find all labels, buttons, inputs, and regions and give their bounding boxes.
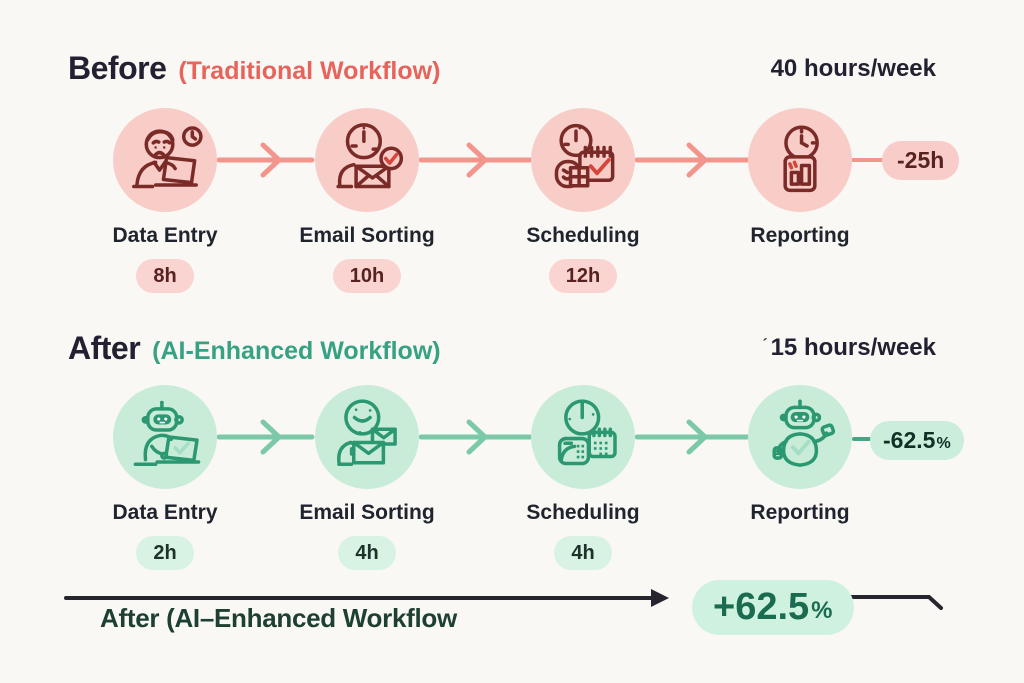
step-label: Data Entry	[112, 224, 218, 247]
after-subtitle: (AI-Enhanced Workflow)	[152, 337, 441, 365]
before-data-entry-circle	[113, 108, 217, 212]
step-before-scheduling: Scheduling 12h	[503, 108, 663, 293]
after-delta-badge: -62.5 %	[870, 421, 964, 460]
after-total-hours: ´15 hours/week	[763, 334, 936, 362]
gain-value: +62.5	[713, 586, 810, 628]
after-email-sorting-circle	[315, 385, 419, 489]
step-label: Reporting	[750, 501, 850, 524]
clock-calendar-check-icon	[554, 123, 615, 189]
before-total-hours: 40 hours/week	[770, 55, 936, 82]
before-title: Before	[68, 50, 167, 86]
tick-mark: ´	[762, 336, 768, 353]
before-reporting-circle	[748, 108, 852, 212]
hours-badge: 4h	[338, 536, 396, 570]
after-section-header: After (AI-Enhanced Workflow)	[68, 330, 441, 367]
after-delta-value: -62.5	[883, 427, 936, 453]
step-label: Scheduling	[526, 501, 640, 524]
after-delta-unit: %	[936, 435, 951, 452]
smiley-clock-envelopes-icon	[337, 399, 397, 467]
footer-caption: After (AI–Enhanced Workflow	[100, 603, 457, 633]
before-delta-value: -25h	[897, 147, 945, 173]
step-after-scheduling: Scheduling 4h	[503, 385, 663, 570]
hours-badge: 2h	[136, 536, 194, 570]
footer-arrow-lines	[64, 589, 943, 610]
step-before-reporting: Reporting	[720, 108, 880, 248]
after-arrow-lines	[216, 419, 874, 455]
step-label: Email Sorting	[299, 224, 435, 247]
before-scheduling-circle	[531, 108, 635, 212]
step-label: Data Entry	[112, 501, 218, 524]
step-after-data-entry: Data Entry 2h	[85, 385, 245, 570]
after-total-text: 15 hours/week	[770, 334, 936, 361]
hours-badge: 10h	[332, 259, 402, 293]
step-before-email-sorting: Email Sorting 10h	[287, 108, 447, 293]
after-data-entry-circle	[113, 385, 217, 489]
after-scheduling-circle	[531, 385, 635, 489]
step-after-reporting: Reporting	[720, 385, 880, 525]
step-label: Email Sorting	[299, 501, 435, 524]
gain-unit: %	[811, 596, 833, 624]
robot-thumbs-up-check-icon	[772, 399, 836, 467]
before-arrow-lines	[216, 142, 884, 178]
before-section-header: Before (Traditional Workflow)	[68, 50, 440, 87]
before-email-sorting-circle	[315, 108, 419, 212]
after-title: After	[68, 330, 141, 366]
gain-badge: +62.5 %	[692, 580, 854, 635]
hours-badge: 12h	[548, 259, 618, 293]
robot-laptop-check-icon	[133, 400, 201, 467]
before-delta-badge: -25h	[882, 141, 960, 180]
step-label: Scheduling	[526, 224, 640, 247]
step-label: Reporting	[750, 224, 850, 247]
before-subtitle: (Traditional Workflow)	[178, 57, 441, 85]
after-reporting-circle	[748, 385, 852, 489]
pie-clock-calendars-icon	[557, 399, 617, 466]
clock-envelope-check-icon	[336, 123, 404, 189]
hours-badge: 8h	[136, 259, 194, 293]
stressed-worker-laptop-clock-icon	[132, 126, 203, 189]
hours-badge: 4h	[554, 536, 612, 570]
step-before-data-entry: Data Entry 8h	[85, 108, 245, 293]
clock-bar-chart-icon	[783, 125, 819, 193]
step-after-email-sorting: Email Sorting 4h	[287, 385, 447, 570]
